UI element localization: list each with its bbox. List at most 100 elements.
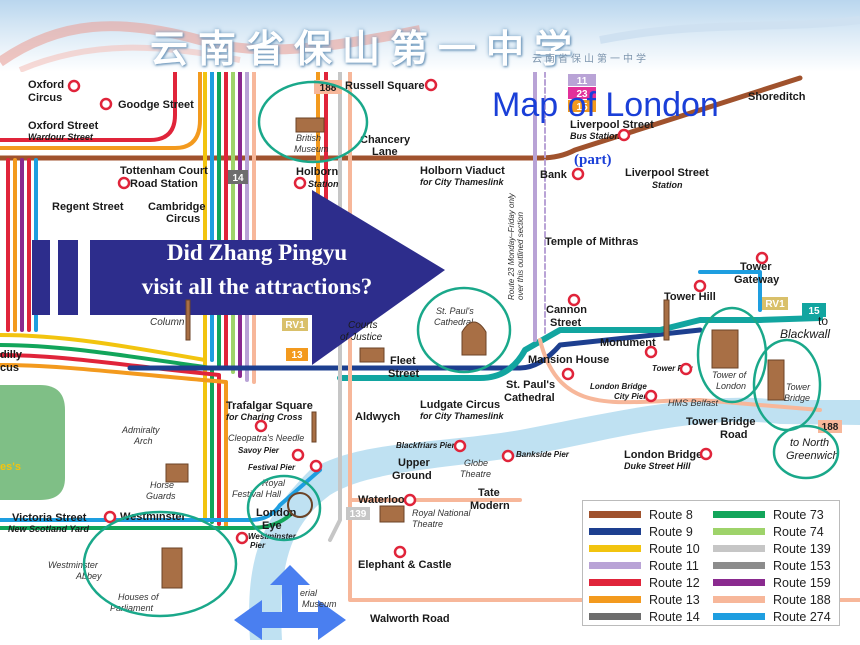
- tower-of-london-icon: [711, 329, 739, 369]
- legend-swatch: [713, 596, 765, 603]
- pier-label: London Bridge: [590, 382, 647, 391]
- station-label: Tower Bridge: [686, 416, 755, 428]
- route-badge-label: 14: [232, 173, 244, 184]
- route-badge-label: RV1: [765, 299, 785, 310]
- header-banner: 云南省保山第一中学 云南省保山第一中学: [0, 0, 860, 72]
- tube-roundel-icon: [571, 167, 585, 181]
- legend-swatch: [589, 545, 641, 552]
- arrow-bar-2: [58, 240, 78, 315]
- station-label: es's: [0, 461, 21, 473]
- station-sublabel: for City Thameslink: [420, 177, 505, 187]
- station-label: Waterloo: [358, 494, 405, 506]
- station-sublabel: for Charing Cross: [226, 412, 303, 422]
- legend-swatch: [713, 528, 765, 535]
- attraction-label: St. Paul's: [436, 306, 474, 316]
- st-pauls-icon: [461, 321, 487, 356]
- legend-label: Route 8: [649, 507, 693, 522]
- route-badge: [568, 87, 596, 99]
- london-eye-highlight[interactable]: [246, 474, 322, 542]
- station-label: Temple of Mithras: [545, 236, 638, 248]
- park-area: [0, 385, 65, 500]
- attraction-label: Theatre: [412, 519, 443, 529]
- station-sublabel: Bus Station: [570, 131, 621, 141]
- station-label: Cannon: [546, 304, 587, 316]
- route-badge: [346, 507, 370, 520]
- station-label: Road Station: [130, 178, 198, 190]
- station-label: Lane: [372, 146, 398, 158]
- attraction-label: Theatre: [460, 469, 491, 479]
- attraction-label: Tower of: [712, 370, 748, 380]
- tube-roundel-icon: [103, 510, 117, 524]
- direction-arrows-icon[interactable]: [234, 565, 346, 640]
- legend-swatch: [589, 562, 641, 569]
- attraction-label: Horse: [150, 480, 174, 490]
- tube-roundel-icon: [679, 362, 693, 376]
- route-badge: [568, 100, 596, 112]
- attraction-label: Festival Hall: [232, 489, 282, 499]
- map-subtitle: (part): [574, 152, 612, 168]
- route-badge-label: 15: [808, 306, 820, 317]
- legend-item: Route 11: [589, 556, 699, 575]
- legend-label: Route 14: [649, 609, 700, 624]
- station-label: Cathedral: [504, 392, 555, 404]
- station-label: Regent Street: [52, 201, 124, 213]
- station-label: Street: [550, 317, 582, 329]
- tube-roundel-icon: [403, 493, 417, 507]
- station-label: Holborn Viaduct: [420, 165, 505, 177]
- north-greenwich-highlight[interactable]: [772, 424, 840, 480]
- pier-label: Westminster: [248, 532, 297, 541]
- pier-label: Blackfriars Pier: [396, 441, 456, 450]
- attraction-label: Royal National: [412, 508, 472, 518]
- station-label: Tower Hill: [664, 291, 716, 303]
- route-badge: [286, 348, 308, 361]
- route-badge: [282, 318, 308, 331]
- legend-swatch: [589, 528, 641, 535]
- pier-label: City Pier: [614, 392, 647, 401]
- westminster-highlight[interactable]: [82, 510, 238, 618]
- courts-icon: [359, 347, 385, 363]
- station-label: Trafalgar Square: [226, 400, 313, 412]
- banner-swirl: [0, 16, 860, 72]
- tube-roundel-icon: [309, 459, 323, 473]
- legend-swatch: [713, 562, 765, 569]
- route-badge: [568, 74, 596, 86]
- station-label: Gateway: [734, 274, 780, 286]
- destination-label: to: [818, 314, 828, 328]
- attraction-label: Parliament: [110, 603, 154, 613]
- legend-item: Route 13: [589, 590, 700, 609]
- pier-label: Bankside Pier: [516, 450, 570, 459]
- british-museum-highlight[interactable]: [257, 80, 369, 164]
- station-label: Tottenham Court: [120, 165, 208, 177]
- legend-item: Route 14: [589, 607, 700, 626]
- legend-label: Route 10: [649, 541, 700, 556]
- legend-label: Route 159: [773, 575, 831, 590]
- question-text: Did Zhang Pingyu visit all the attractio…: [92, 236, 422, 304]
- tube-roundel-icon: [99, 97, 113, 111]
- river-thames: [249, 397, 860, 640]
- destination-label: to North: [790, 437, 829, 449]
- st-pauls-highlight[interactable]: [416, 286, 512, 374]
- bus-routes: [0, 72, 860, 602]
- station-label: Fleet: [390, 355, 416, 367]
- route-badge-label: 13: [291, 350, 303, 361]
- station-label: Russell Square: [345, 80, 424, 92]
- station-label: cus: [0, 362, 19, 374]
- station-label: dilly: [0, 349, 23, 361]
- london-bus-map: Oxford Circus Goodge Street Oxford Stree…: [0, 72, 860, 645]
- attraction-label: Globe: [464, 458, 488, 468]
- station-label: Circus: [166, 213, 200, 225]
- legend-item: Route 153: [713, 556, 831, 575]
- attraction-label: erial: [300, 588, 318, 598]
- route-badge-label: 15: [576, 102, 588, 113]
- tube-roundel-icon: [235, 531, 249, 545]
- tube-roundel-icon: [67, 79, 81, 93]
- attraction-label: Admiralty: [121, 425, 160, 435]
- route-badge: [228, 170, 248, 184]
- tube-roundel-icon: [501, 449, 515, 463]
- attraction-label: London: [716, 381, 746, 391]
- tube-roundel-icon: [424, 78, 438, 92]
- tower-of-london-highlight[interactable]: [696, 306, 768, 404]
- banner-title: 云南省保山第一中学: [150, 26, 583, 71]
- legend-item: Route 73: [713, 505, 824, 524]
